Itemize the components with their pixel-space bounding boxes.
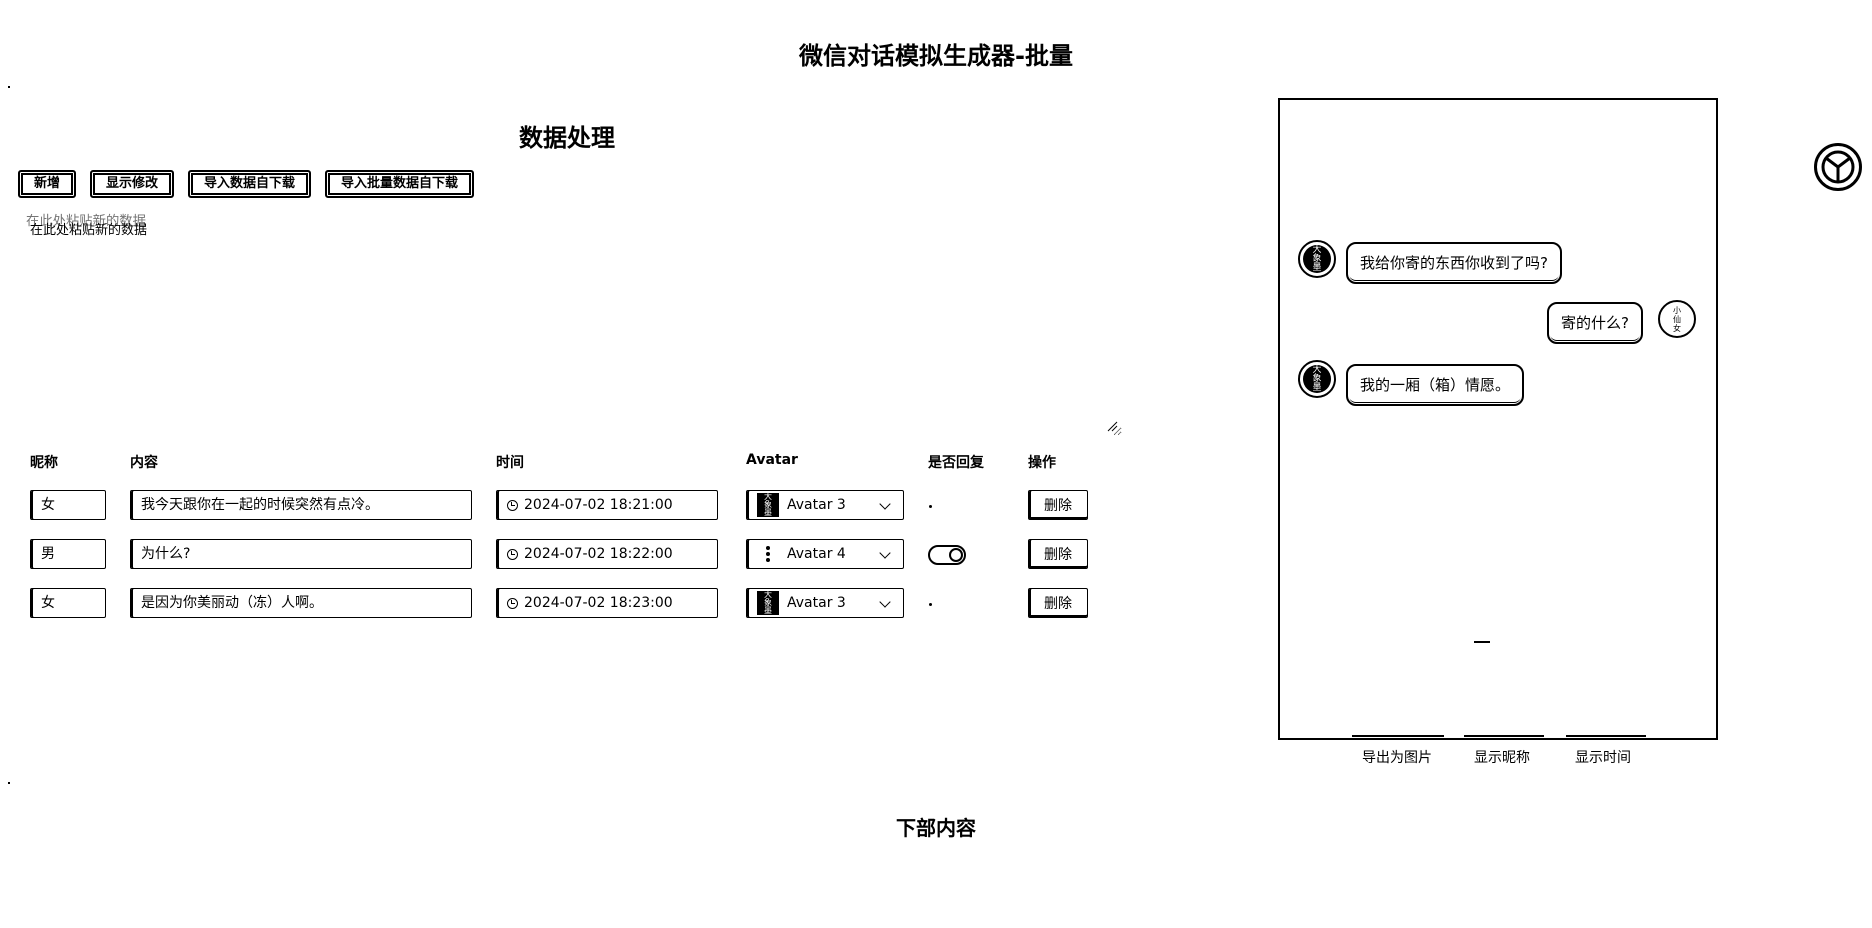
header-action: 操作 [1028,455,1056,471]
export-underline [1352,735,1444,737]
section-title: 数据处理 [519,124,615,152]
avatar-thumb-icon: 大象墨 [757,493,779,517]
time-input[interactable]: 2024-07-02 18:21:00 [496,490,718,520]
time-value: 2024-07-02 18:23:00 [524,595,673,611]
chat-preview [1278,98,1718,740]
time-value: 2024-07-02 18:22:00 [524,546,673,562]
chevron-down-icon [879,596,891,608]
table-row: 女 我今天跟你在一起的时候突然有点冷。 2024-07-02 18:21:00 … [0,490,1120,522]
page-title: 微信对话模拟生成器-批量 [799,42,1073,70]
header-content: 内容 [130,455,158,471]
import-download-button[interactable]: 导入数据自下载 [188,170,312,198]
paste-data-textarea[interactable] [24,208,1122,436]
chevron-down-icon [879,547,891,559]
show-time-toggle[interactable]: 显示时间 [1575,750,1631,766]
delete-button[interactable]: 删除 [1028,490,1088,520]
show-edit-button[interactable]: 显示修改 [90,170,175,198]
export-image-button[interactable]: 导出为图片 [1362,750,1432,766]
delete-button[interactable]: 删除 [1028,539,1088,569]
clock-icon [507,597,518,609]
avatar-thumb-icon: 大象墨 [757,591,779,615]
content-input[interactable]: 我今天跟你在一起的时候突然有点冷。 [130,490,472,520]
paste-hint: 在此处粘贴新的数据 [30,223,148,238]
reply-toggle[interactable] [928,545,966,565]
avatar-select-value: Avatar 3 [787,497,846,513]
time-input[interactable]: 2024-07-02 18:22:00 [496,539,718,569]
chevron-down-icon [879,498,891,510]
chat-bubble-left: 我给你寄的东西你收到了吗? [1346,242,1562,284]
avatar: 大象墨 [1298,240,1336,278]
clock-icon [507,499,518,511]
time-input[interactable]: 2024-07-02 18:23:00 [496,588,718,618]
show-nickname-toggle[interactable]: 显示昵称 [1474,750,1530,766]
avatar-select[interactable]: Avatar 4 [746,539,904,569]
table-row: 男 为什么? 2024-07-02 18:22:00 Avatar 4 删除 [0,539,1120,571]
avatar: 大象墨 [1298,360,1336,398]
nickname-input[interactable]: 女 [30,490,106,520]
reply-empty-indicator[interactable] [929,505,932,508]
nickname-input[interactable]: 女 [30,588,106,618]
avatar-select[interactable]: 大象墨 Avatar 3 [746,490,904,520]
bottom-section-title: 下部内容 [896,816,976,840]
content-input[interactable]: 是因为你美丽动（冻）人啊。 [130,588,472,618]
time-value: 2024-07-02 18:21:00 [524,497,673,513]
chat-bubble-right: 寄的什么? [1547,302,1643,344]
avatar-thumb-icon [757,542,779,566]
import-batch-download-button[interactable]: 导入批量数据自下载 [325,170,475,198]
add-button[interactable]: 新增 [18,170,77,198]
avatar-select-value: Avatar 4 [787,546,846,562]
resize-grip-icon[interactable] [1106,420,1118,432]
header-nickname: 昵称 [30,455,58,471]
header-avatar: Avatar [746,452,798,468]
header-is-reply: 是否回复 [928,455,984,471]
reply-empty-indicator[interactable] [929,603,932,606]
toolbar: 新增 显示修改 导入数据自下载 导入批量数据自下载 [18,170,475,198]
chat-bubble-left: 我的一厢（箱）情愿。 [1346,364,1525,406]
content-input[interactable]: 为什么? [130,539,472,569]
avatar: 小仙女 [1658,300,1696,338]
time-underline [1566,735,1646,737]
edge-mark [8,86,10,88]
avatar-select[interactable]: 大象墨 Avatar 3 [746,588,904,618]
table-row: 女 是因为你美丽动（冻）人啊。 2024-07-02 18:23:00 大象墨 … [0,588,1120,620]
delete-button[interactable]: 删除 [1028,588,1088,618]
scroll-indicator [1474,641,1490,643]
clock-icon [507,548,518,560]
header-time: 时间 [496,455,524,471]
edge-mark [8,782,10,784]
nickname-input[interactable]: 男 [30,539,106,569]
nickname-underline [1464,735,1544,737]
app-logo-icon[interactable] [1814,143,1862,191]
avatar-select-value: Avatar 3 [787,595,846,611]
